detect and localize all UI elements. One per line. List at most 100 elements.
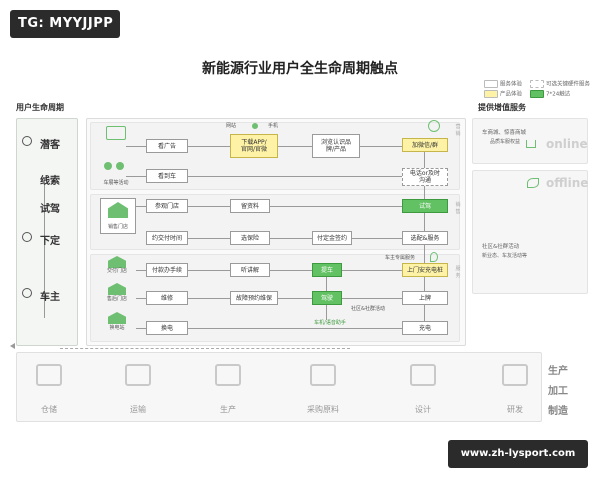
- node-pay-deposit: 付定金签约: [312, 231, 352, 245]
- link-line: [136, 298, 146, 299]
- manufacturing-label: 制造: [548, 406, 568, 417]
- link-line: [342, 270, 402, 271]
- watermark-url: www.zh-lysport.com: [448, 440, 588, 468]
- processing-label: 加工: [548, 386, 568, 397]
- production-panel: [16, 352, 542, 422]
- legend-left: 服务体验 产品体验: [484, 80, 522, 99]
- link-line: [188, 146, 230, 147]
- link-line: [278, 146, 312, 147]
- link-line: [188, 176, 402, 177]
- bottom-item: 设计: [415, 405, 431, 414]
- research-chart-icon: [502, 364, 528, 386]
- screen-icon: [106, 126, 126, 140]
- link-line: [136, 270, 146, 271]
- channel-event: 车展等活动: [103, 180, 129, 186]
- leaf-icon: [527, 178, 539, 188]
- owner-icon: [22, 288, 32, 298]
- channel-aftersale: 售后门店: [106, 296, 127, 302]
- bottom-item: 生产: [220, 405, 236, 414]
- node-drive: 驾驶: [312, 291, 342, 305]
- node-plate: 上牌: [402, 291, 448, 305]
- node-leave-info: 留资料: [230, 199, 270, 213]
- node-home-charger: 上门安充电桩: [402, 263, 448, 277]
- service-staff-icon: [428, 120, 440, 132]
- node-pay-procedure: 付款办手续: [146, 263, 188, 277]
- watermark-tag: TG: MYYJJPP: [10, 10, 120, 38]
- node-phone-call: 电话or及时 沟通: [402, 168, 448, 186]
- diagram-title: 新能源行业用户全生命周期触点: [202, 61, 398, 77]
- link-line: [188, 270, 230, 271]
- car-event-icon: [104, 162, 126, 174]
- offline-services-box: [472, 170, 588, 294]
- link-line: [270, 206, 402, 207]
- truck-icon: [125, 364, 151, 386]
- car-mgmt-label: 车机/语音助手: [314, 320, 346, 326]
- link-line: [136, 328, 146, 329]
- link-line: [424, 212, 425, 232]
- node-explain: 听讲解: [230, 263, 270, 277]
- cart-icon: [526, 140, 536, 148]
- band-label-marketing: 营销: [455, 124, 461, 137]
- flow-dashed-line: [60, 348, 350, 349]
- service-offline: offline: [546, 176, 589, 190]
- channel-swap: 换电站: [109, 325, 125, 331]
- legend-online: 7*24触达: [546, 91, 571, 97]
- link-line: [136, 206, 146, 207]
- node-choose-insurance: 选保险: [230, 231, 270, 245]
- link-line: [326, 276, 327, 292]
- online-services-box: [472, 118, 588, 164]
- node-swap-battery: 换电: [146, 321, 188, 335]
- link-line: [126, 146, 146, 147]
- node-test-drive: 试驾: [402, 199, 448, 213]
- swap-station-icon: [108, 312, 126, 324]
- stage-test-drive: 试驾: [40, 204, 60, 215]
- bottom-item: 采购原料: [307, 405, 339, 414]
- legend-optional: 可选关键硬件服务: [546, 81, 591, 88]
- link-line: [352, 238, 402, 239]
- channel-delivery: 交付门店: [106, 268, 127, 274]
- stage-order: 下定: [40, 236, 60, 247]
- left-header: 用户生命周期: [16, 103, 64, 112]
- legend-service: 服务体验: [500, 81, 523, 88]
- link-line: [424, 276, 425, 292]
- legend-right: 可选关键硬件服务 7*24触达: [530, 80, 590, 99]
- node-browse: 浏览认识品 牌/产品: [312, 134, 360, 158]
- website-dot-icon: [252, 123, 258, 129]
- arrow-left-icon: [10, 343, 15, 349]
- link-line: [188, 238, 230, 239]
- legend-swatch-service: [484, 80, 498, 88]
- raw-material-icon: [310, 364, 336, 386]
- user-icon: [22, 136, 32, 146]
- link-line: [424, 152, 425, 168]
- aftersale-store-icon: [108, 283, 126, 295]
- node-app: 下载APP/ 官网/官微: [230, 134, 278, 158]
- service-community: 社区&社群活动: [482, 244, 520, 250]
- bottom-item: 运输: [130, 405, 146, 414]
- link-line: [270, 238, 312, 239]
- stage-lead: 线索: [40, 176, 60, 187]
- stage-owner: 车主: [40, 292, 60, 303]
- node-visit: 参观门店: [146, 199, 188, 213]
- link-line: [342, 298, 402, 299]
- node-fault-repair: 故障预约维保: [230, 291, 278, 305]
- warehouse-icon: [36, 364, 62, 386]
- node-see-car: 看到车: [146, 169, 188, 183]
- node-pickup: 提车: [312, 263, 342, 277]
- node-delivery-time: 约交付时间: [146, 231, 188, 245]
- link-line: [270, 270, 312, 271]
- legend-swatch-optional: [530, 80, 544, 88]
- link-line: [424, 304, 425, 322]
- bottom-item: 研发: [507, 405, 523, 414]
- location-pin-icon: [430, 252, 438, 262]
- service-online: online: [546, 137, 588, 151]
- channel-phone: 手机: [268, 123, 279, 129]
- production-car-icon: [215, 364, 241, 386]
- channel-website: 网站: [226, 123, 237, 129]
- legend-swatch-product: [484, 89, 498, 98]
- link-line: [126, 176, 146, 177]
- link-line: [424, 244, 425, 264]
- node-choose-service: 选配&服务: [402, 231, 448, 245]
- channel-store: 销售门店: [107, 224, 128, 230]
- service-mall-sub: 品质车服权益: [490, 139, 521, 145]
- production-label: 生产: [548, 366, 568, 377]
